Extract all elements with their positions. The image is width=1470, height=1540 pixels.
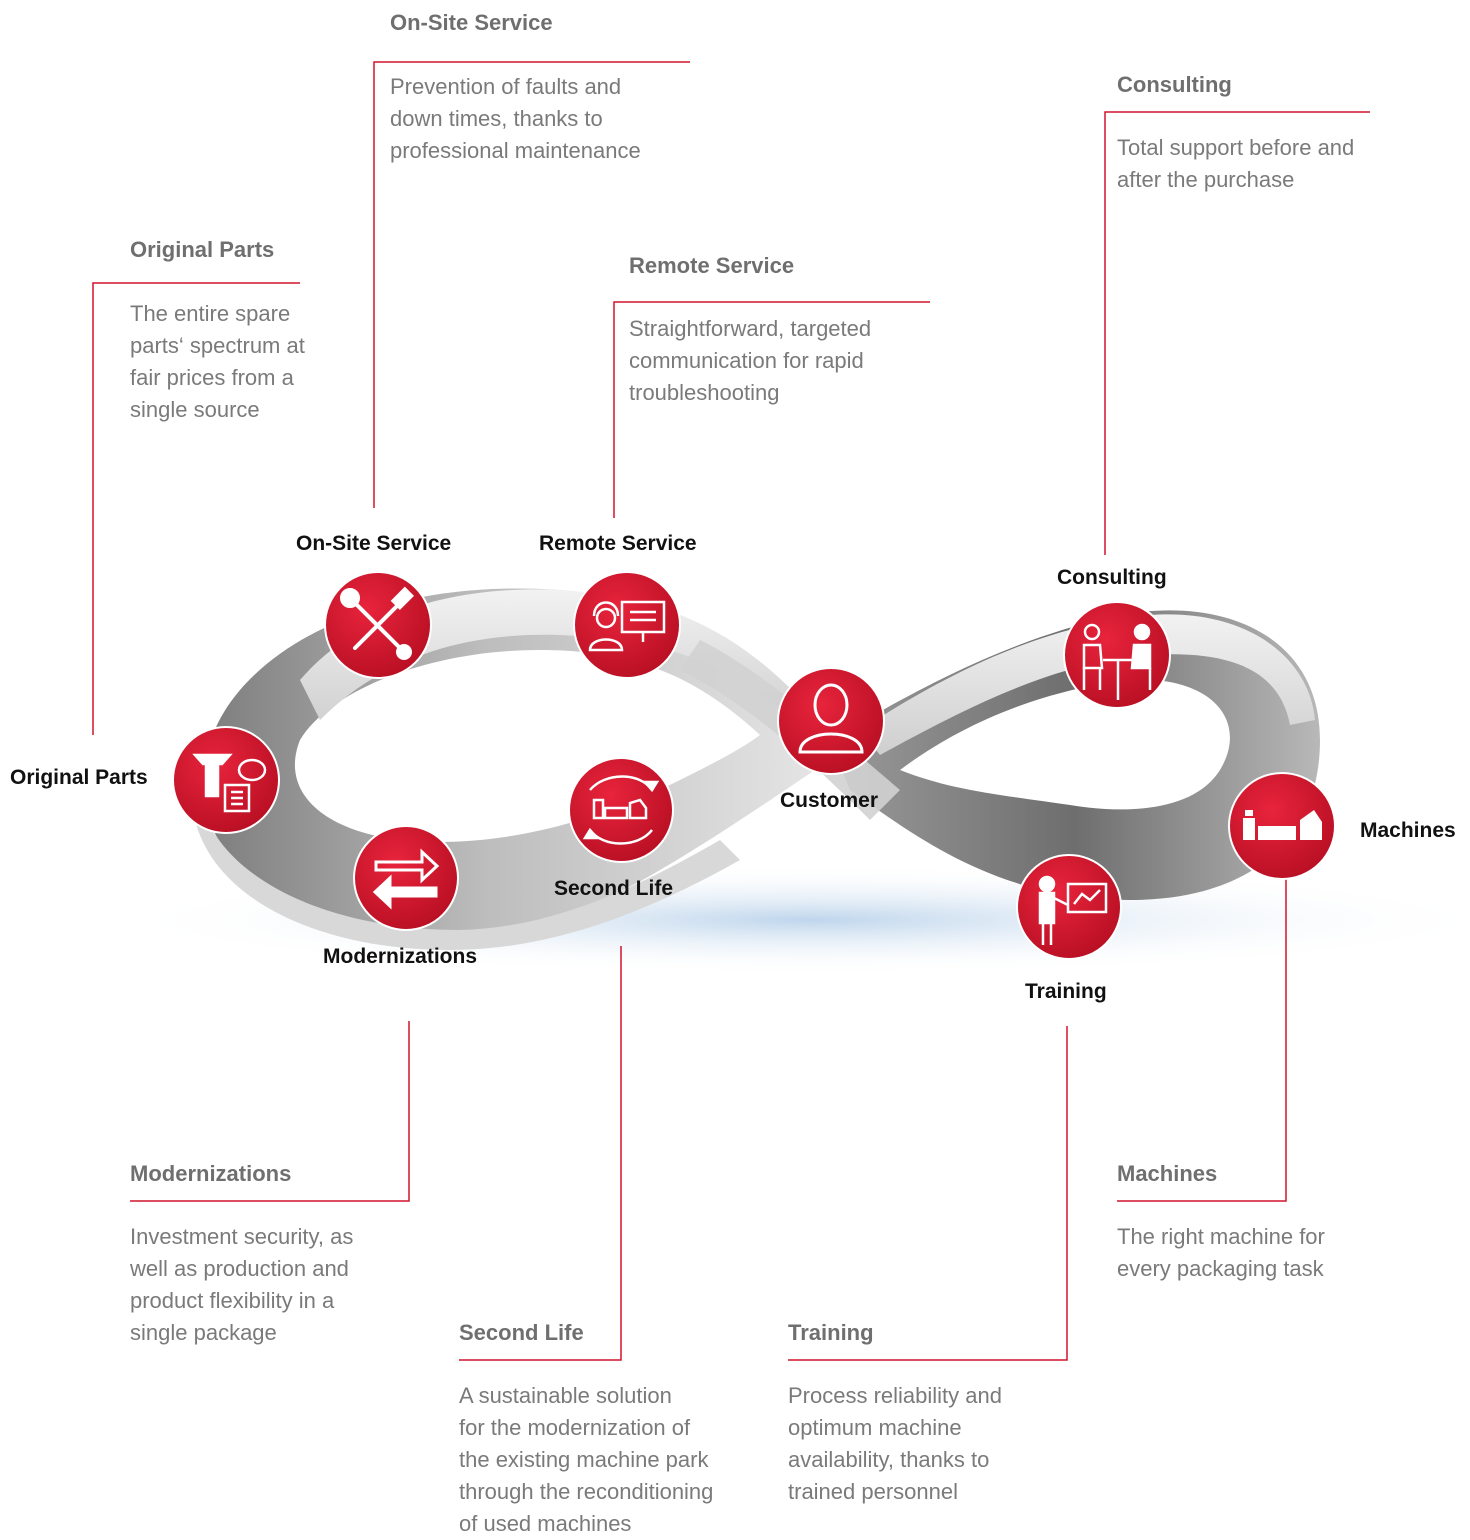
node-label-training: Training bbox=[1025, 980, 1107, 1003]
consulting-people-icon bbox=[1082, 623, 1152, 700]
connector-on-site-service bbox=[373, 61, 690, 508]
node-second-life[interactable] bbox=[568, 757, 674, 863]
connector-machines bbox=[1117, 870, 1287, 1202]
band-right-hole bbox=[900, 679, 1230, 810]
node-label-remote-service: Remote Service bbox=[539, 532, 697, 555]
wrench-screwdriver-icon bbox=[340, 586, 415, 660]
connector-second-life bbox=[459, 946, 622, 1361]
annotation-text-consulting: Total support before and after the purch… bbox=[1117, 135, 1355, 192]
node-modernizations[interactable] bbox=[353, 825, 459, 931]
connector-training bbox=[788, 1026, 1068, 1361]
node-label-on-site-service: On-Site Service bbox=[296, 532, 452, 555]
presentation-board-icon bbox=[1038, 875, 1108, 945]
annotation-text-original-parts: The entire spare parts‘ spectrum at fair… bbox=[130, 301, 305, 422]
machine-icon bbox=[1243, 810, 1322, 840]
annotation-title-original-parts: Original Parts bbox=[130, 237, 275, 262]
annotation-title-remote-service: Remote Service bbox=[629, 253, 795, 278]
annotation-title-training: Training bbox=[788, 1320, 874, 1345]
spare-parts-icon bbox=[192, 753, 267, 813]
recycle-machine-icon bbox=[582, 775, 660, 845]
annotation-text-second-life: A sustainable solution for the moderniza… bbox=[459, 1383, 714, 1536]
connector-original-parts bbox=[92, 282, 300, 735]
connector-modernizations bbox=[130, 1021, 410, 1202]
connector-lines bbox=[92, 61, 1370, 1361]
node-label-second-life: Second Life bbox=[554, 877, 674, 900]
annotation-text-on-site-service: Prevention of faults and down times, tha… bbox=[390, 74, 641, 163]
node-label-consulting: Consulting bbox=[1057, 566, 1167, 589]
annotation-title-second-life: Second Life bbox=[459, 1320, 584, 1345]
node-label-modernizations: Modernizations bbox=[323, 945, 478, 968]
node-consulting[interactable] bbox=[1063, 601, 1171, 709]
headset-monitor-icon bbox=[588, 600, 666, 652]
annotation-text-machines: The right machine for every packaging ta… bbox=[1117, 1224, 1325, 1281]
annotation-title-modernizations: Modernizations bbox=[130, 1161, 292, 1186]
exchange-arrows-icon bbox=[372, 848, 440, 910]
annotation-title-consulting: Consulting bbox=[1117, 72, 1232, 97]
node-customer[interactable] bbox=[777, 667, 885, 775]
node-label-customer: Customer bbox=[780, 789, 879, 812]
annotation-title-machines: Machines bbox=[1117, 1161, 1218, 1186]
node-original-parts[interactable] bbox=[172, 726, 280, 834]
annotation-title-on-site-service: On-Site Service bbox=[390, 10, 553, 35]
node-on-site-service[interactable] bbox=[324, 571, 432, 679]
annotation-text-remote-service: Straightforward, targeted communication … bbox=[629, 316, 872, 405]
node-training[interactable] bbox=[1016, 854, 1122, 960]
node-label-machines: Machines bbox=[1360, 819, 1456, 842]
band-left-bottom-rim bbox=[195, 800, 740, 950]
node-label-original-parts: Original Parts bbox=[10, 766, 148, 789]
node-remote-service[interactable] bbox=[573, 571, 681, 679]
node-machines[interactable] bbox=[1228, 772, 1336, 880]
annotation-text-training: Process reliability and optimum machine … bbox=[788, 1383, 1002, 1504]
person-icon bbox=[798, 683, 864, 754]
connector-consulting bbox=[1104, 111, 1370, 555]
connector-remote-service bbox=[613, 301, 930, 518]
annotation-text-modernizations: Investment security, as well as producti… bbox=[130, 1224, 354, 1345]
band-right-rim bbox=[860, 614, 1315, 755]
